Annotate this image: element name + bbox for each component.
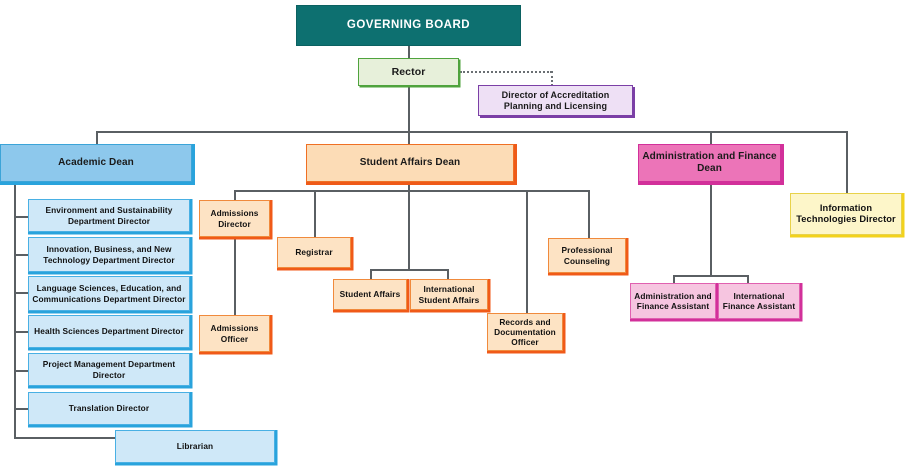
node-environment-sustainability-label: Environment and Sustainability Departmen… bbox=[45, 205, 173, 226]
connector-admissions-director-to-officer bbox=[234, 238, 236, 316]
node-rector-label: Rector bbox=[391, 65, 426, 78]
node-translation-director-label: Translation Director bbox=[68, 403, 150, 414]
node-admissions-director[interactable]: Admissions Director bbox=[199, 200, 270, 237]
connector-academic-stub-2 bbox=[14, 254, 29, 256]
connector-board-to-rector bbox=[408, 46, 410, 58]
node-academic-dean[interactable]: Academic Dean bbox=[0, 144, 192, 182]
node-innovation-business[interactable]: Innovation, Business, and New Technology… bbox=[28, 237, 190, 272]
node-international-student-affairs[interactable]: International Student Affairs bbox=[410, 279, 488, 310]
node-admissions-officer[interactable]: Admissions Officer bbox=[199, 315, 270, 352]
connector-to-international-finance-assistant bbox=[747, 275, 749, 284]
connector-academic-stub-librarian bbox=[14, 437, 115, 439]
node-accreditation-director-label: Director of Accreditation Planning and L… bbox=[501, 89, 610, 111]
node-governing-board-label: GOVERNING BOARD bbox=[346, 19, 471, 32]
node-international-student-affairs-label: International Student Affairs bbox=[418, 284, 480, 305]
node-innovation-business-label: Innovation, Business, and New Technology… bbox=[43, 244, 175, 265]
node-records-documentation-officer[interactable]: Records and Documentation Officer bbox=[487, 313, 563, 351]
connector-student-affairs-bus bbox=[234, 190, 589, 192]
node-admissions-officer-label: Admissions Officer bbox=[210, 323, 259, 344]
connector-academic-stub-6 bbox=[14, 408, 29, 410]
node-student-affairs-label: Student Affairs bbox=[339, 289, 401, 300]
connector-rector-to-accreditation-vertical bbox=[551, 71, 553, 86]
connector-student-affairs-pair-bus bbox=[370, 269, 448, 271]
connector-to-registrar bbox=[314, 190, 316, 237]
node-admissions-director-label: Admissions Director bbox=[210, 208, 259, 229]
connector-to-student-affairs bbox=[370, 269, 372, 280]
connector-bus-to-academic-dean bbox=[96, 131, 98, 144]
node-language-sciences[interactable]: Language Sciences, Education, and Commun… bbox=[28, 276, 190, 311]
connector-admin-finance-drop bbox=[710, 180, 712, 276]
node-admin-finance-dean[interactable]: Administration and Finance Dean bbox=[638, 144, 781, 182]
connector-to-records-documentation bbox=[526, 190, 528, 314]
node-records-documentation-officer-label: Records and Documentation Officer bbox=[494, 316, 556, 348]
node-admin-finance-assistant[interactable]: Administration and Finance Assistant bbox=[630, 283, 716, 319]
node-admin-finance-dean-label: Administration and Finance Dean bbox=[642, 150, 777, 174]
connector-academic-spine bbox=[14, 181, 16, 438]
node-registrar-label: Registrar bbox=[295, 247, 333, 258]
node-professional-counseling-label: Professional Counseling bbox=[561, 245, 613, 266]
node-student-affairs-dean-label: Student Affairs Dean bbox=[359, 156, 461, 168]
node-student-affairs-dean[interactable]: Student Affairs Dean bbox=[306, 144, 514, 182]
node-librarian-label: Librarian bbox=[176, 441, 214, 452]
connector-rector-drop bbox=[408, 86, 410, 132]
connector-admin-finance-pair-bus bbox=[673, 275, 748, 277]
node-international-finance-assistant-label: International Finance Assistant bbox=[722, 290, 796, 311]
connector-academic-stub-3 bbox=[14, 292, 29, 294]
node-environment-sustainability[interactable]: Environment and Sustainability Departmen… bbox=[28, 199, 190, 232]
node-registrar[interactable]: Registrar bbox=[277, 237, 351, 268]
connector-rector-to-accreditation-horizontal bbox=[460, 71, 552, 73]
node-rector[interactable]: Rector bbox=[358, 58, 459, 86]
node-academic-dean-label: Academic Dean bbox=[58, 156, 134, 168]
connector-academic-stub-4 bbox=[14, 331, 29, 333]
connector-to-student-affairs-pair bbox=[408, 190, 410, 270]
node-it-director-label: Information Technologies Director bbox=[796, 202, 896, 224]
node-health-sciences-label: Health Sciences Department Director bbox=[34, 326, 184, 337]
node-translation-director[interactable]: Translation Director bbox=[28, 392, 190, 425]
node-project-management-label: Project Management Department Director bbox=[42, 359, 176, 380]
node-librarian[interactable]: Librarian bbox=[115, 430, 275, 463]
connector-to-professional-counseling bbox=[588, 190, 590, 239]
node-health-sciences[interactable]: Health Sciences Department Director bbox=[28, 315, 190, 348]
connector-bus-to-student-affairs-dean bbox=[408, 131, 410, 144]
connector-main-bus bbox=[96, 131, 848, 133]
connector-bus-to-admin-finance-dean bbox=[710, 131, 712, 144]
node-governing-board[interactable]: GOVERNING BOARD bbox=[296, 5, 521, 46]
connector-to-admin-finance-assistant bbox=[673, 275, 675, 284]
connector-academic-stub-1 bbox=[14, 216, 29, 218]
node-accreditation-director[interactable]: Director of Accreditation Planning and L… bbox=[478, 85, 633, 116]
node-admin-finance-assistant-label: Administration and Finance Assistant bbox=[634, 290, 712, 311]
connector-to-international-student-affairs bbox=[447, 269, 449, 280]
connector-bus-to-it-director bbox=[846, 131, 848, 193]
node-language-sciences-label: Language Sciences, Education, and Commun… bbox=[32, 283, 186, 304]
node-it-director[interactable]: Information Technologies Director bbox=[790, 193, 902, 235]
node-student-affairs[interactable]: Student Affairs bbox=[333, 279, 407, 310]
connector-student-affairs-drop bbox=[408, 180, 410, 191]
connector-academic-stub-5 bbox=[14, 370, 29, 372]
node-international-finance-assistant[interactable]: International Finance Assistant bbox=[718, 283, 800, 319]
node-professional-counseling[interactable]: Professional Counseling bbox=[548, 238, 626, 273]
connector-to-admissions-director bbox=[234, 190, 236, 201]
node-project-management[interactable]: Project Management Department Director bbox=[28, 353, 190, 386]
